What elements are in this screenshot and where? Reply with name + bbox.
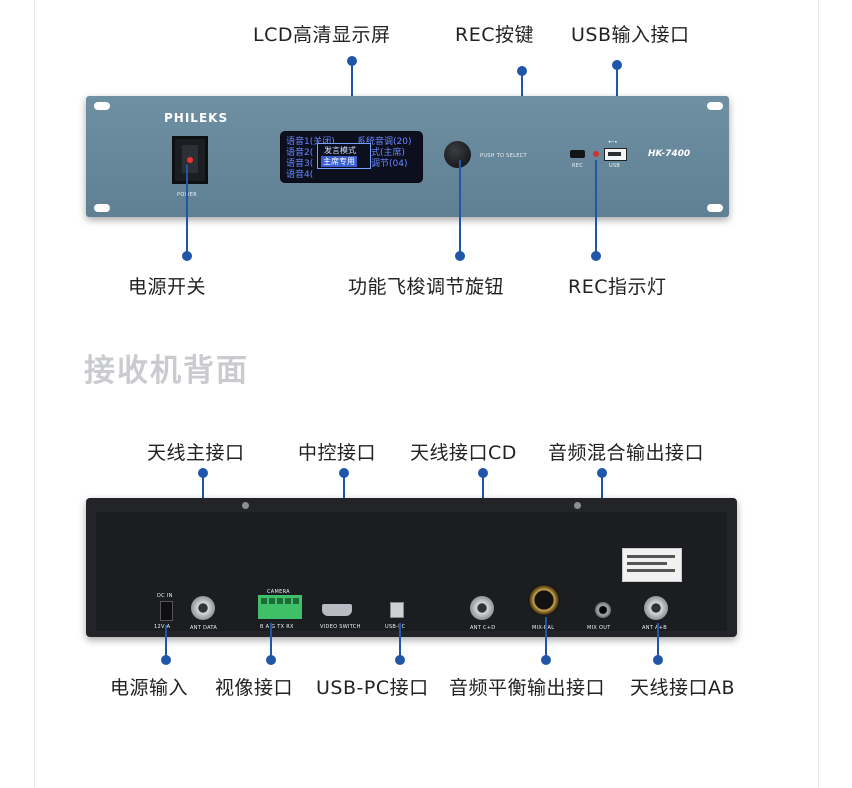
line-usb-pc: [399, 623, 401, 657]
label-dc-in: 电源输入: [110, 677, 189, 699]
label-usb-pc: USB-PC接口: [316, 677, 429, 699]
label-knob: 功能飞梭调节旋钮: [348, 276, 505, 298]
dc-in-label: DC IN: [157, 593, 173, 599]
label-mix-out: 音频混合输出接口: [548, 442, 705, 464]
dot-ant-ab: [653, 655, 663, 665]
ant-cd-label: ANT C+D: [470, 625, 496, 631]
selector-knob[interactable]: [444, 141, 471, 168]
usb-pc-port[interactable]: [390, 602, 404, 618]
lcd-screen: 语音1(关闭) 语音2( 语音3( 语音4( 系统音调(20) 式(主席) 调节…: [280, 131, 423, 183]
label-ant-ab: 天线接口AB: [630, 677, 736, 699]
label-usb-in: USB输入接口: [571, 24, 690, 46]
rec-button[interactable]: [570, 150, 585, 158]
dot-rec-light: [591, 251, 601, 261]
rack-ear-hole: [94, 102, 110, 110]
push-to-select-label: PUSH TO SELECT: [480, 153, 527, 159]
lcd-line: 语音4(: [286, 170, 314, 180]
serial-sticker: [622, 548, 682, 582]
label-lcd: LCD高清显示屏: [253, 24, 391, 46]
label-ant-main: 天线主接口: [147, 442, 245, 464]
rack-ear-hole: [707, 102, 723, 110]
ant-data-label: ANT DATA: [190, 625, 218, 631]
line-dc-in: [165, 625, 167, 657]
power-indicator-dot: [187, 157, 193, 163]
screw: [242, 502, 249, 509]
lcd-line: 调节(04): [371, 159, 408, 169]
dc-spec-label: 12V A: [154, 624, 171, 630]
label-rec-light: REC指示灯: [568, 276, 667, 298]
rack-ear-hole: [707, 204, 723, 212]
dot-usb-pc: [395, 655, 405, 665]
line-power: [186, 165, 188, 253]
lcd-line: 式(主席): [371, 148, 406, 158]
mix-bal-xlr-connector[interactable]: [528, 584, 560, 616]
lcd-popup: 发言模式 主席专用: [317, 143, 371, 169]
rec-label: REC: [572, 163, 584, 169]
usb-icon: ⭠⬝: [608, 137, 618, 146]
lcd-popup-selected: 主席专用: [321, 156, 357, 167]
line-knob: [459, 160, 461, 253]
power-rocker: [182, 145, 198, 173]
line-balanced: [545, 617, 547, 657]
screw: [574, 502, 581, 509]
ant-data-bnc-connector[interactable]: [191, 596, 215, 620]
lcd-line: 语音2(: [286, 148, 314, 158]
label-rec-key: REC按键: [455, 24, 534, 46]
label-ant-cd: 天线接口CD: [410, 442, 517, 464]
label-balanced-out: 音频平衡输出接口: [449, 677, 606, 699]
right-frame-line: [818, 0, 819, 788]
lcd-popup-title: 发言模式: [324, 146, 356, 155]
ant-ab-bnc-connector[interactable]: [644, 596, 668, 620]
front-panel: PHILEKS POWER 语音1(关闭) 语音2( 语音3( 语音4( 系统音…: [86, 96, 729, 217]
lcd-line: 系统音调(20): [357, 137, 412, 147]
video-switch-label: VIDEO SWITCH: [320, 624, 361, 630]
dot-power: [182, 251, 192, 261]
mix-bal-label: MIX-BAL: [532, 625, 555, 631]
label-power-switch: 电源开关: [128, 276, 207, 298]
ant-cd-bnc-connector[interactable]: [470, 596, 494, 620]
dot-balanced: [541, 655, 551, 665]
line-video: [270, 623, 272, 657]
dc-in-jack[interactable]: [160, 601, 173, 621]
video-switch-port[interactable]: [322, 604, 352, 616]
dot-knob: [455, 251, 465, 261]
line-rec-light: [595, 160, 597, 253]
camera-terminal-block[interactable]: [258, 595, 302, 619]
ant-ab-label: ANT A+B: [642, 625, 667, 631]
rack-ear-hole: [94, 204, 110, 212]
label-central-control: 中控接口: [298, 442, 377, 464]
left-frame-line: [34, 0, 35, 788]
camera-label: CAMERA: [267, 589, 290, 595]
rec-indicator-light: [593, 151, 599, 157]
power-switch[interactable]: [172, 136, 208, 184]
label-video: 视像接口: [215, 677, 294, 699]
usb-label: USB: [609, 163, 621, 169]
line-ant-ab: [657, 623, 659, 657]
model-number: HK-7400: [648, 149, 691, 159]
camera-pin-labels: B A G TX RX: [260, 624, 294, 630]
usb-port[interactable]: [604, 148, 627, 161]
mix-out-jack[interactable]: [595, 602, 611, 618]
rear-panel: DC IN 12V A ANT DATA CAMERA B A G TX RX …: [86, 498, 737, 637]
mix-out-label: MIX OUT: [587, 625, 611, 631]
brand-logo: PHILEKS: [164, 111, 229, 125]
lcd-line: 语音3(: [286, 159, 314, 169]
dot-dc-in: [161, 655, 171, 665]
section-title-rear: 接收机背面: [84, 353, 249, 389]
lcd-line: 语音1(关闭): [286, 137, 335, 147]
dot-video: [266, 655, 276, 665]
usb-pc-label: USB-PC: [385, 624, 406, 630]
